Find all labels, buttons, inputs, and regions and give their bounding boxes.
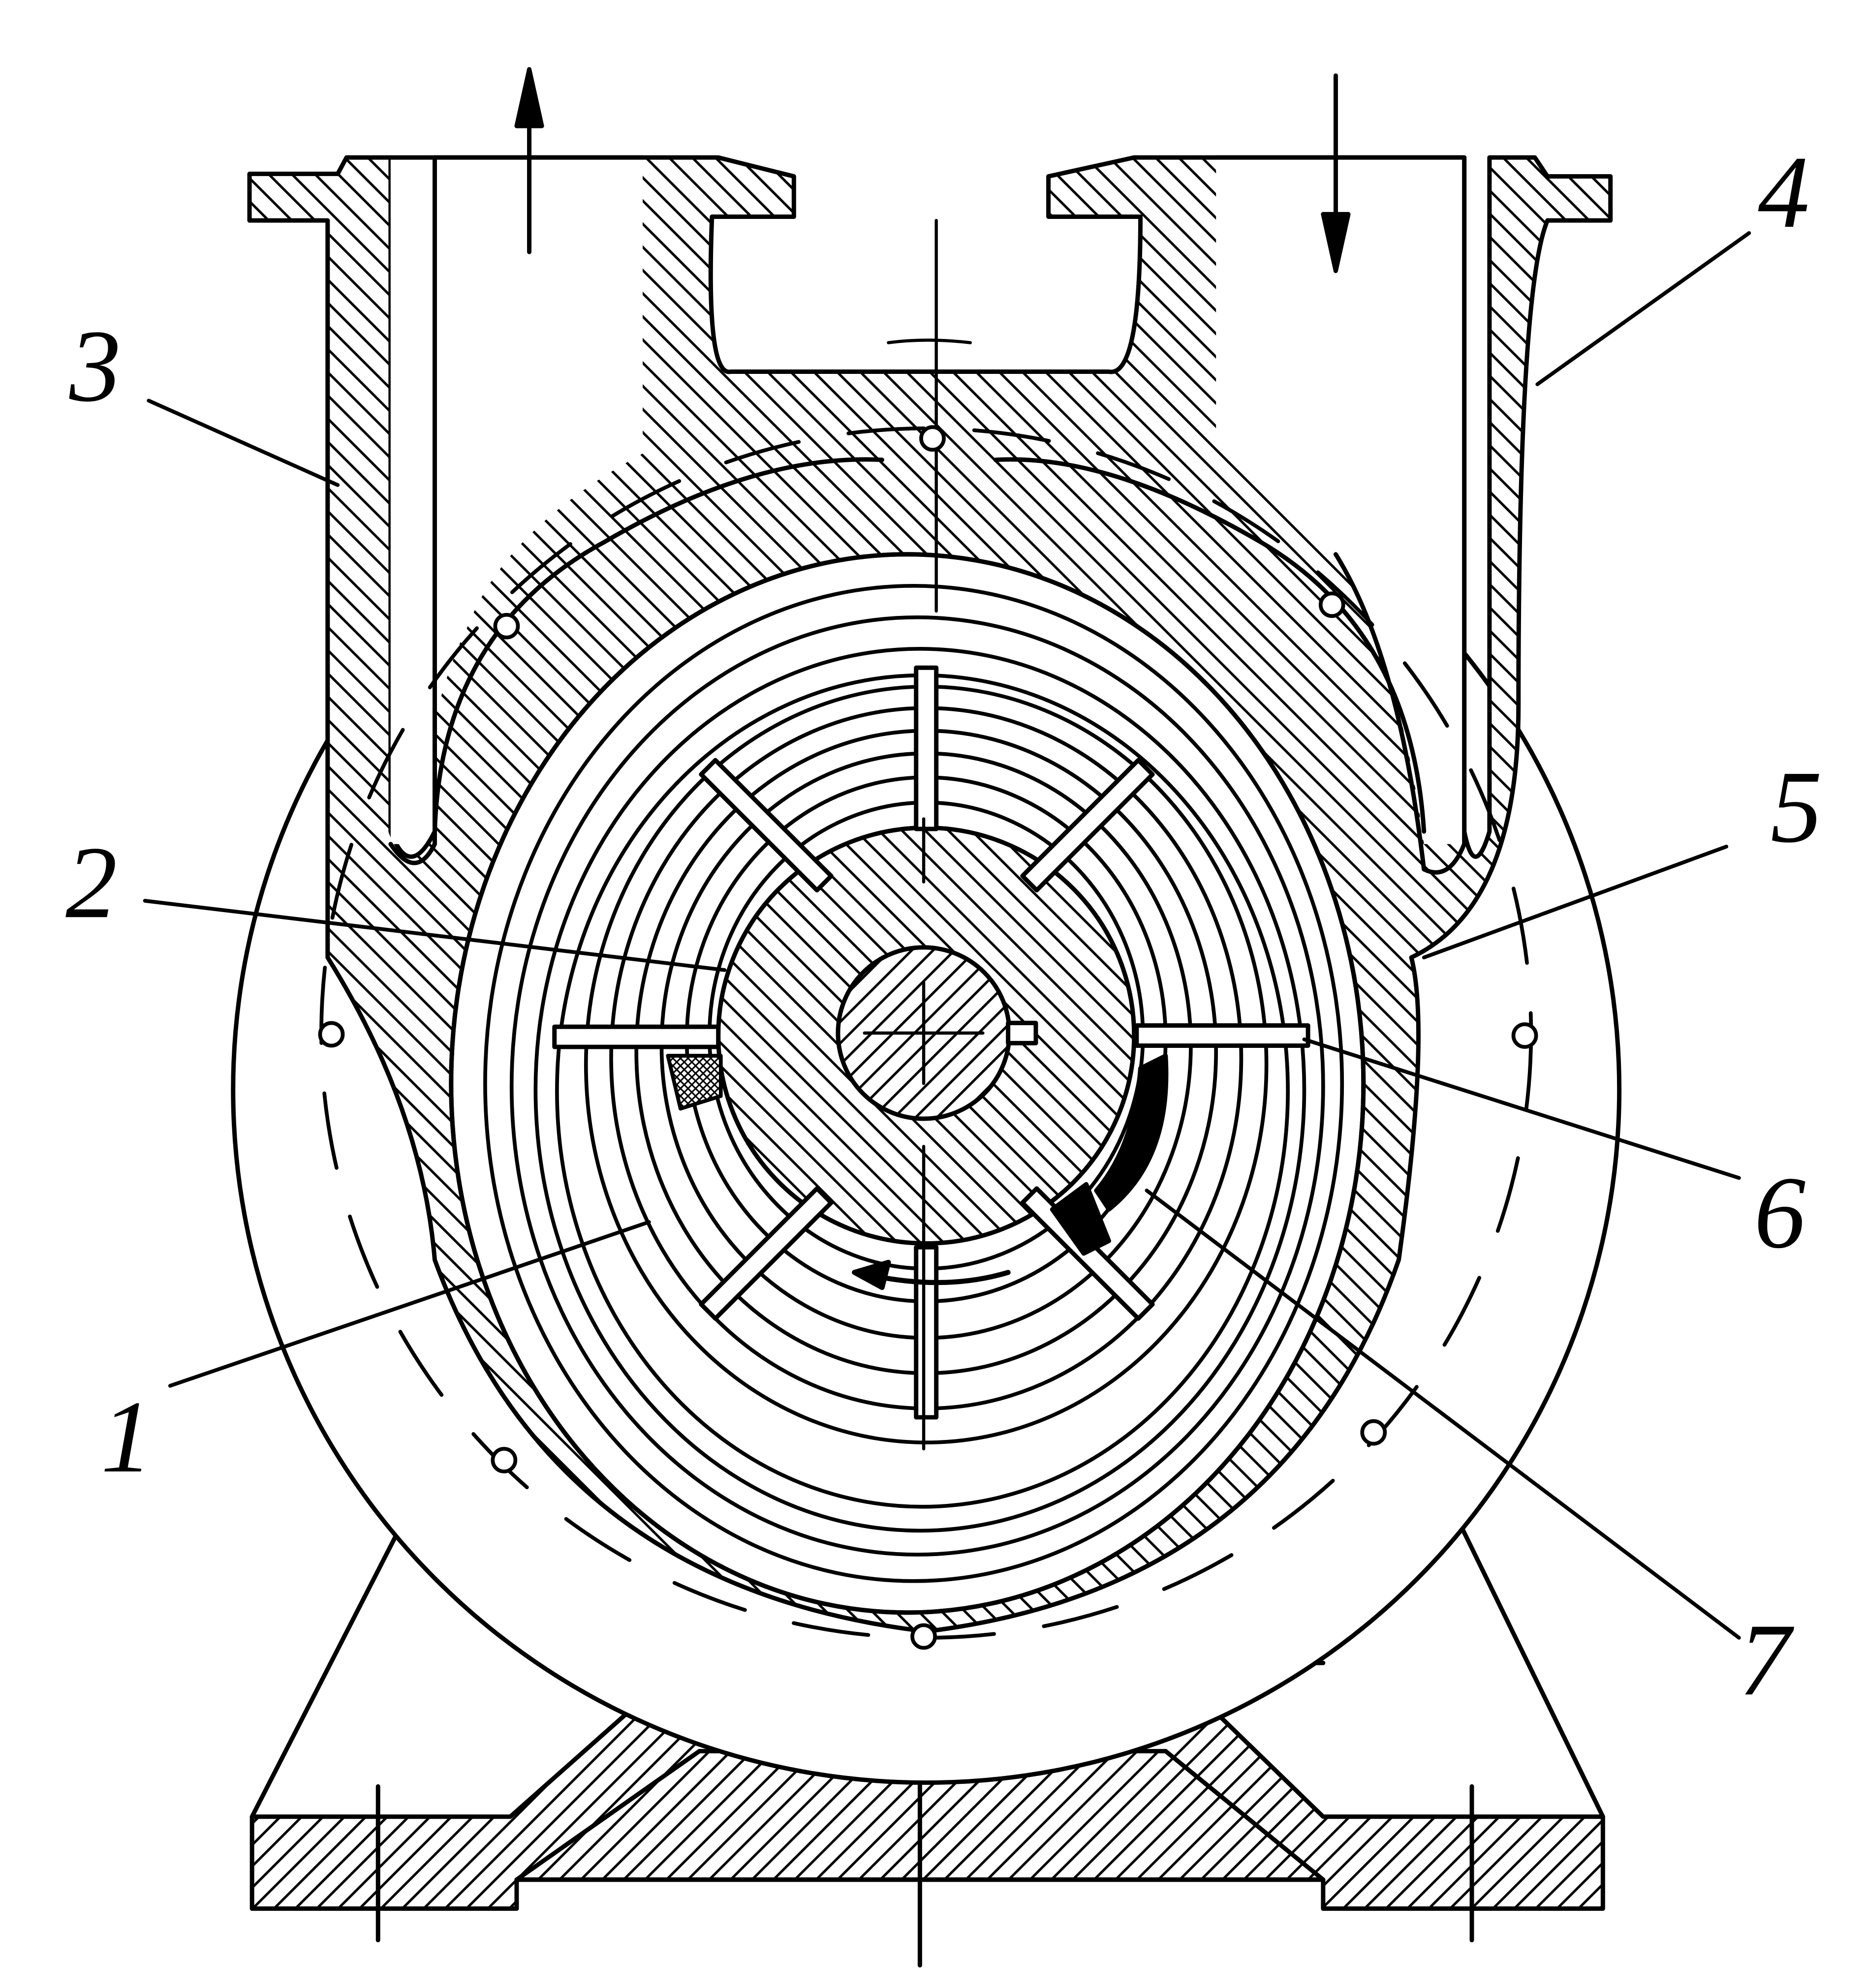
shaft-key [1006, 1020, 1038, 1045]
leader-2 [143, 899, 727, 972]
impeller-blades [552, 665, 1310, 1420]
leader-4 [1535, 231, 1751, 386]
leader-7 [1145, 1189, 1741, 1640]
rotation-arrow [852, 1259, 1011, 1290]
leader-6 [1302, 1037, 1741, 1180]
inlet-arrow [1321, 73, 1351, 274]
leader-5 [1422, 845, 1729, 960]
bolt-holes [318, 425, 1538, 1650]
callout-2: 2 [65, 826, 117, 940]
blade-right [1134, 1023, 1310, 1048]
centerlines [863, 218, 985, 1451]
blade-upper-right [1020, 758, 1155, 893]
callout-3: 3 [69, 309, 121, 423]
outlet-arrow [514, 67, 544, 254]
callout-labels: 1 2 3 4 5 6 7 [65, 135, 1822, 1717]
discharge-port-plate [1094, 1053, 1169, 1212]
blade-lower-left [699, 1186, 834, 1321]
blade-left [552, 1024, 721, 1049]
blade-upper-left [699, 758, 834, 893]
callout-1: 1 [101, 1380, 153, 1494]
leader-1 [168, 1220, 651, 1388]
leader-lines [143, 231, 1751, 1640]
callout-4: 4 [1758, 135, 1809, 249]
callout-7: 7 [1739, 1603, 1795, 1717]
leader-3 [147, 398, 340, 487]
blade-top [914, 665, 939, 831]
suction-port [666, 1054, 723, 1111]
callout-5: 5 [1771, 750, 1822, 864]
callout-6: 6 [1754, 1156, 1806, 1270]
blade-bottom [914, 1245, 939, 1420]
